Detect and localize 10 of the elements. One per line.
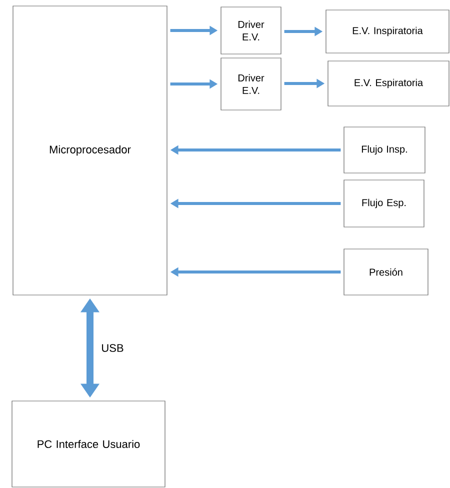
block-box: Flujo Esp. bbox=[344, 180, 424, 228]
block-box: E.V. Espiratoria bbox=[328, 60, 450, 106]
block-box: Driver E.V. bbox=[220, 6, 282, 54]
block-box: Driver E.V. bbox=[220, 58, 282, 110]
edge-label: USB bbox=[100, 343, 125, 353]
block-box: PC Interface Usuario bbox=[12, 400, 166, 488]
block-box: Microprocesador bbox=[12, 6, 168, 296]
block-box: Flujo Insp. bbox=[344, 126, 426, 174]
block-box: Presión bbox=[344, 248, 428, 296]
block-box: E.V. Inspiratoria bbox=[326, 10, 450, 54]
